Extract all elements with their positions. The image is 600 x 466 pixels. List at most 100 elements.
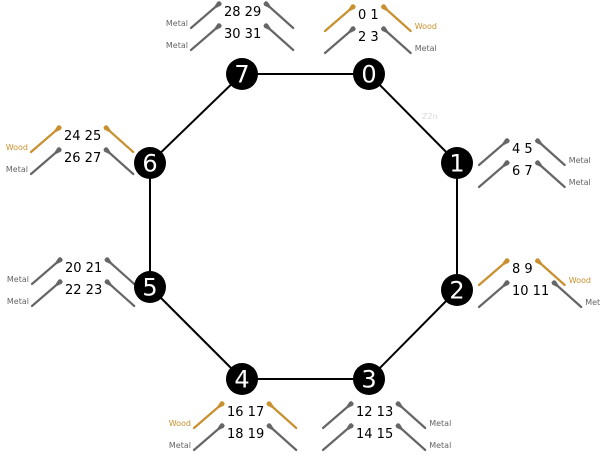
node-3: 3 bbox=[353, 363, 385, 395]
fork-tines-icon bbox=[103, 147, 111, 154]
fork-handle bbox=[477, 138, 510, 167]
fork-tines-icon bbox=[534, 160, 542, 167]
material-label: Metal bbox=[166, 41, 188, 50]
material-label: Metal bbox=[6, 165, 28, 174]
left-fork-icon bbox=[323, 26, 356, 55]
seat-numbers: 2 3 bbox=[358, 30, 379, 45]
seat-numbers: 6 7 bbox=[512, 164, 533, 179]
left-fork-icon bbox=[477, 160, 510, 189]
right-fork-icon bbox=[103, 125, 135, 154]
ring-edge-6-7 bbox=[149, 73, 243, 164]
node-label: 6 bbox=[142, 150, 157, 178]
material-label: Metal bbox=[429, 419, 451, 428]
right-fork-icon bbox=[104, 279, 136, 308]
left-fork-icon bbox=[477, 138, 510, 167]
seat-numbers: 12 13 bbox=[356, 405, 393, 420]
left-fork-icon bbox=[192, 423, 225, 452]
node-6: 6 bbox=[134, 147, 166, 179]
ring-edge-4-5 bbox=[149, 286, 243, 380]
seat-numbers: 16 17 bbox=[227, 405, 264, 420]
seat-row: 20 21 Metal bbox=[7, 257, 136, 286]
node-circle bbox=[226, 58, 258, 90]
seat-numbers: 8 9 bbox=[512, 262, 533, 277]
material-label: Metal bbox=[7, 297, 29, 306]
left-fork-icon bbox=[30, 257, 63, 286]
fork-handle bbox=[535, 160, 566, 189]
seat-row: 28 29 Metal bbox=[166, 1, 295, 30]
material-label: Metal bbox=[169, 441, 191, 450]
seat-numbers: 22 23 bbox=[65, 283, 102, 298]
left-fork-icon bbox=[30, 279, 63, 308]
fork-handle bbox=[105, 257, 136, 286]
material-label: Metal bbox=[7, 275, 29, 284]
fork-tines-icon bbox=[54, 147, 62, 154]
right-fork-icon bbox=[534, 160, 566, 189]
fork-tines-icon bbox=[214, 1, 222, 8]
fork-tines-icon bbox=[266, 401, 274, 408]
node-circle bbox=[134, 271, 166, 303]
fork-handle bbox=[396, 423, 427, 452]
seat-row: 12 13 Metal bbox=[321, 401, 451, 430]
fork-tines-icon bbox=[55, 279, 63, 286]
seat-row: 16 17 Wood bbox=[169, 401, 298, 430]
fork-handle bbox=[30, 279, 63, 308]
fork-handle bbox=[267, 423, 298, 452]
ring-edge-0-1 bbox=[368, 73, 458, 164]
node-0: 0 bbox=[353, 58, 385, 90]
seat-numbers: 28 29 bbox=[224, 5, 261, 20]
node-2: 2 bbox=[441, 274, 473, 306]
node-circle bbox=[134, 147, 166, 179]
fork-handle bbox=[104, 147, 135, 176]
seat-row: 2 3 Metal bbox=[323, 26, 437, 55]
fork-tines-icon bbox=[348, 26, 356, 33]
node-label: 2 bbox=[449, 277, 464, 305]
seat-row: 22 23 Metal bbox=[7, 279, 136, 308]
node-1: 1 bbox=[441, 147, 473, 179]
right-fork-icon bbox=[395, 401, 427, 430]
right-fork-icon bbox=[380, 4, 412, 33]
node-circle bbox=[441, 274, 473, 306]
left-fork-icon bbox=[189, 1, 222, 30]
fork-tines-icon bbox=[217, 423, 225, 430]
left-fork-icon bbox=[29, 147, 62, 176]
seat-numbers: 4 5 bbox=[512, 142, 533, 157]
fork-group-node-5: 20 21 Metal 22 23 Metal bbox=[7, 257, 136, 308]
fork-handle bbox=[535, 138, 566, 167]
fork-handle bbox=[189, 1, 222, 30]
fork-tines-icon bbox=[217, 401, 225, 408]
fork-handle bbox=[30, 257, 63, 286]
seat-numbers: 24 25 bbox=[64, 129, 101, 144]
material-label: Wood bbox=[169, 419, 191, 428]
material-label: Metal bbox=[415, 44, 437, 53]
material-label: Wood bbox=[569, 276, 591, 285]
seat-numbers: 20 21 bbox=[65, 261, 102, 276]
left-fork-icon bbox=[321, 401, 354, 430]
right-fork-icon bbox=[534, 258, 566, 287]
fork-handle bbox=[477, 160, 510, 189]
fork-tines-icon bbox=[348, 4, 356, 11]
left-fork-icon bbox=[323, 4, 356, 33]
node-label: 5 bbox=[142, 274, 157, 302]
left-fork-icon bbox=[29, 125, 62, 154]
material-label: Metal bbox=[585, 298, 600, 307]
fork-handle bbox=[396, 401, 427, 430]
material-label: Metal bbox=[166, 19, 188, 28]
fork-handle bbox=[192, 401, 225, 430]
fork-handle bbox=[321, 423, 354, 452]
fork-tines-icon bbox=[502, 258, 510, 265]
fork-handle bbox=[381, 4, 412, 33]
fork-tines-icon bbox=[502, 280, 510, 287]
